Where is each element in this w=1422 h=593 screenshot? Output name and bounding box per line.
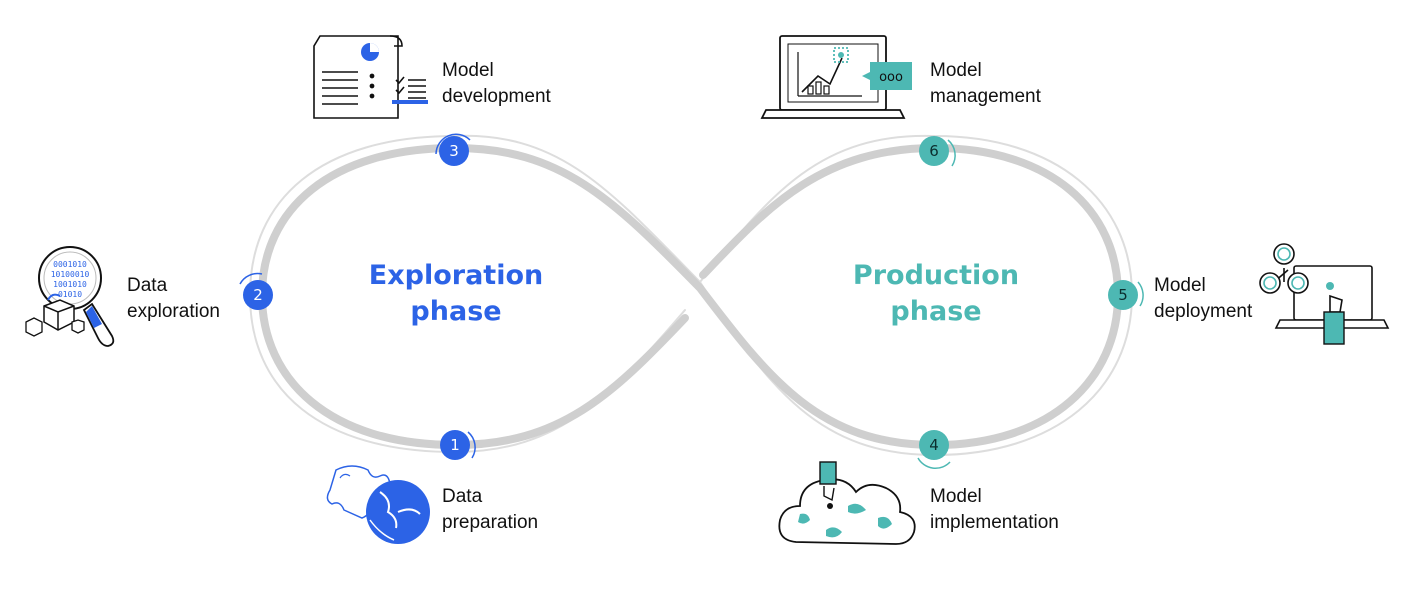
binary-line-2: 10100010 bbox=[51, 270, 90, 279]
production-phase-title: Production phase bbox=[806, 258, 1066, 330]
step-badge-6: 6 bbox=[919, 136, 949, 166]
step-3-line-2: development bbox=[442, 86, 551, 107]
step-4-line-2: implementation bbox=[930, 512, 1059, 533]
step-badge-2: 2 bbox=[243, 280, 273, 310]
step-label-model-management: Model management bbox=[930, 58, 1041, 110]
badge-arcs bbox=[239, 133, 1144, 469]
production-phase-line-1: Production bbox=[852, 260, 1020, 291]
step-badge-1: 1 bbox=[440, 430, 470, 460]
document-chart-icon bbox=[313, 35, 428, 119]
step-label-model-development: Model development bbox=[442, 58, 551, 110]
step-6-line-2: management bbox=[930, 86, 1041, 107]
step-6-line-1: Model bbox=[930, 60, 982, 81]
step-1-line-1: Data bbox=[442, 486, 483, 507]
exploration-phase-line-1: Exploration bbox=[368, 260, 544, 291]
step-label-model-deployment: Model deployment bbox=[1154, 273, 1252, 325]
step-1-line-2: preparation bbox=[442, 512, 539, 533]
step-label-data-exploration: Data exploration bbox=[127, 273, 220, 325]
cloud-puzzle-icon bbox=[778, 461, 916, 545]
laptop-users-icon bbox=[1259, 243, 1390, 345]
step-label-model-implementation: Model implementation bbox=[930, 484, 1059, 536]
magnifier-data-icon: 0001010 10100010 1001010 01010 bbox=[25, 246, 115, 347]
exploration-phase-title: Exploration phase bbox=[326, 258, 586, 330]
binary-line-3: 1001010 bbox=[53, 280, 87, 289]
binary-line-1: 0001010 bbox=[53, 260, 87, 269]
step-badge-5: 5 bbox=[1108, 280, 1138, 310]
exploration-phase-line-2: phase bbox=[410, 296, 502, 327]
puzzle-icon bbox=[326, 465, 430, 544]
step-5-line-1: Model bbox=[1154, 275, 1206, 296]
step-2-line-1: Data bbox=[127, 275, 168, 296]
step-badge-3: 3 bbox=[439, 136, 469, 166]
production-phase-line-2: phase bbox=[890, 296, 982, 327]
binary-line-4: 01010 bbox=[58, 290, 82, 299]
loop-main-band bbox=[257, 143, 1123, 450]
step-label-data-preparation: Data preparation bbox=[442, 484, 538, 536]
speech-bubble-dots: ooo bbox=[879, 70, 903, 85]
step-5-line-2: deployment bbox=[1154, 301, 1253, 322]
step-4-line-1: Model bbox=[930, 486, 982, 507]
step-2-line-2: exploration bbox=[127, 301, 220, 322]
step-badge-4: 4 bbox=[919, 430, 949, 460]
laptop-chart-icon: ooo bbox=[760, 35, 912, 119]
step-3-line-1: Model bbox=[442, 60, 494, 81]
